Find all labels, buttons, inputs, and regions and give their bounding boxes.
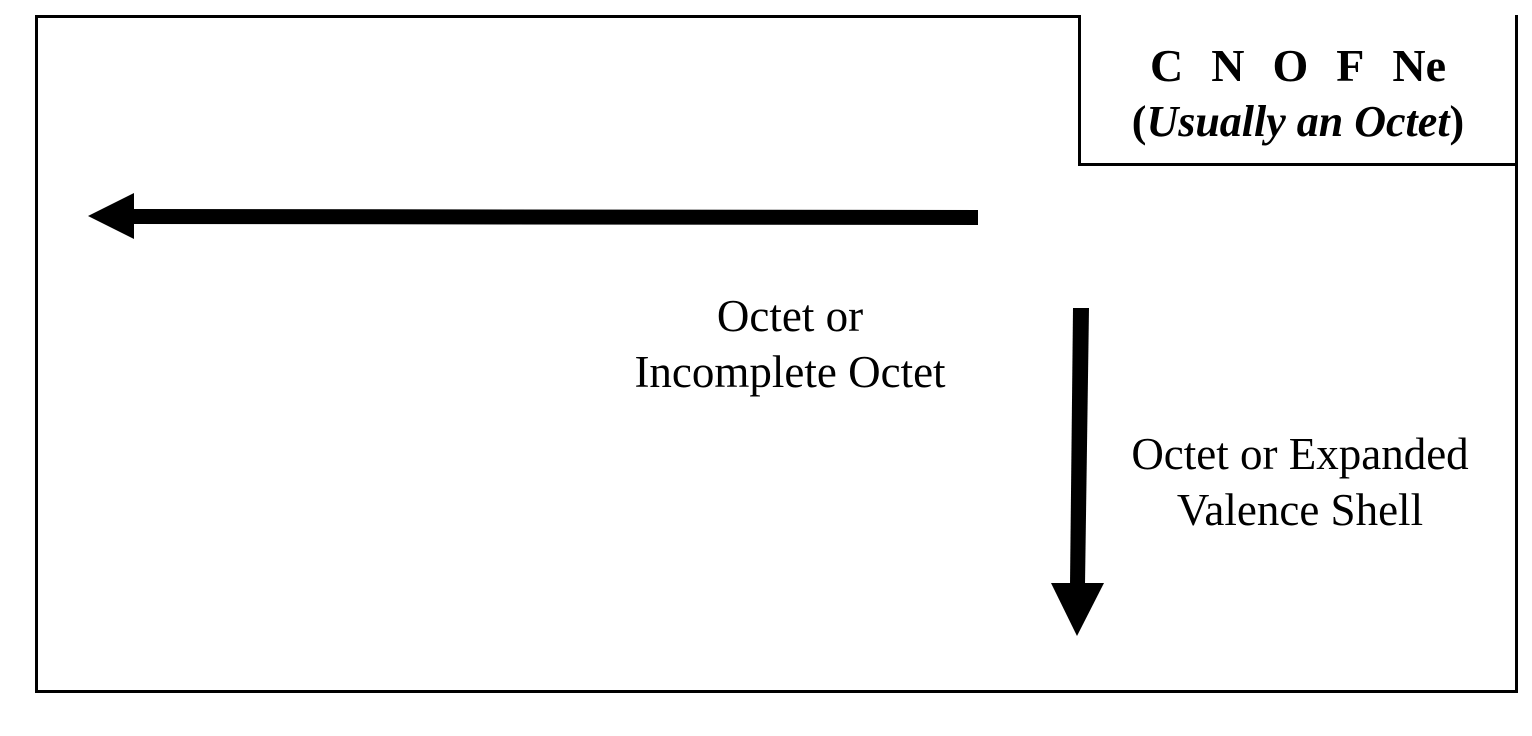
down-arrow	[1051, 308, 1104, 636]
octet-note-open-paren: (	[1131, 97, 1147, 146]
down-arrow-label-line2: Valence Shell	[1176, 485, 1424, 535]
element-symbol: Ne	[1392, 40, 1446, 91]
element-symbol: N	[1211, 40, 1245, 91]
element-symbol: C	[1150, 40, 1184, 91]
down-arrow-label: Octet or Expanded Valence Shell	[1100, 426, 1500, 538]
down-arrow-label-line1: Octet or Expanded	[1131, 429, 1469, 479]
octet-note-close-paren: )	[1449, 97, 1465, 146]
left-arrow	[88, 193, 978, 239]
left-arrow-label-line2: Incomplete Octet	[634, 347, 946, 397]
left-arrow-label-line1: Octet or	[716, 291, 864, 341]
left-arrow-label: Octet or Incomplete Octet	[600, 288, 980, 400]
element-symbol: F	[1336, 40, 1365, 91]
element-symbol: O	[1272, 40, 1309, 91]
octet-note-text: Usually an Octet	[1146, 97, 1450, 146]
diagram-frame	[35, 15, 1518, 693]
octet-note: (Usually an Octet)	[1081, 97, 1515, 147]
